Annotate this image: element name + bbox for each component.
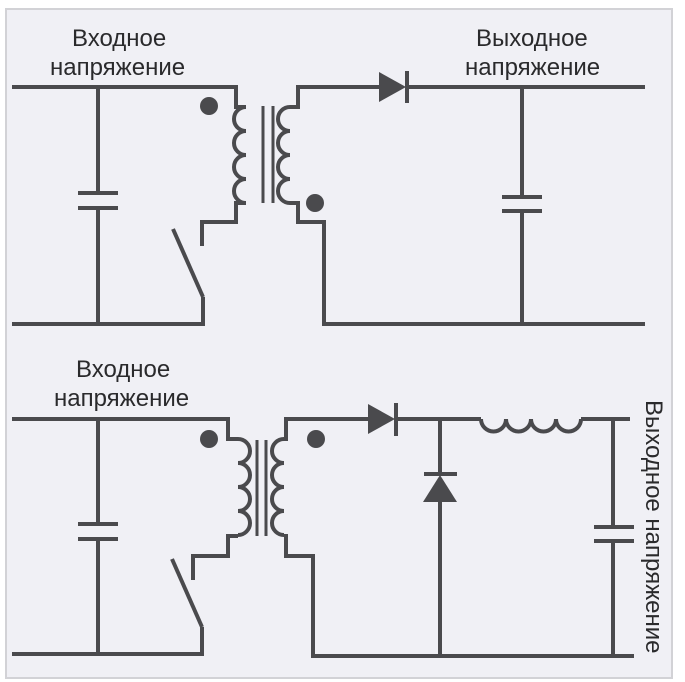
bottom-input-bottom-rail: [12, 627, 204, 656]
bottom-primary-coil: [237, 437, 252, 537]
bottom-secondary-coil: [270, 437, 285, 537]
top-switch-contact: [200, 201, 246, 246]
top-input-bottom-rail: [12, 297, 205, 326]
top-primary-dot-icon: [200, 97, 218, 115]
bottom-primary-dot-icon: [200, 430, 218, 448]
top-primary-coil: [232, 105, 247, 205]
bottom-output-capacitor: [594, 419, 634, 656]
bottom-rectifier-diode: [368, 403, 398, 436]
top-output-label-line2: напряжение: [465, 54, 600, 81]
bottom-freewheel-diode: [423, 419, 457, 656]
bottom-switch: [170, 558, 204, 628]
top-secondary-top-wire: [290, 85, 380, 109]
top-switch: [171, 228, 205, 298]
bottom-secondary-dot-icon: [307, 430, 325, 448]
top-input-label-line1: Входное: [72, 25, 166, 52]
bottom-secondary-top-wire: [284, 417, 368, 441]
bottom-input-top-rail: [12, 417, 238, 441]
bottom-input-label-line1: Входное: [76, 356, 170, 383]
bottom-switch-contact: [191, 534, 238, 580]
top-output-bottom-rail: [290, 201, 645, 326]
top-output-diode: [379, 71, 409, 103]
bottom-input-capacitor: [78, 419, 118, 654]
top-secondary-coil: [276, 105, 291, 205]
top-input-label-line2: напряжение: [50, 54, 185, 81]
top-output-capacitor: [502, 87, 542, 324]
diagram-frame: [5, 8, 673, 679]
bottom-output-bottom-rail: [284, 534, 634, 658]
bottom-output-inductor: [479, 418, 583, 434]
top-output-label-line1: Выходное: [476, 25, 588, 52]
bottom-input-label-line2: напряжение: [54, 385, 189, 412]
top-input-capacitor: [78, 87, 118, 324]
top-secondary-dot-icon: [306, 194, 324, 212]
bottom-circuit: Входное напряжение Выходное напряжение: [12, 356, 667, 658]
top-circuit: Входное напряжение Выходное напряжение: [12, 25, 645, 326]
bottom-output-label: Выходное напряжение: [640, 400, 667, 654]
